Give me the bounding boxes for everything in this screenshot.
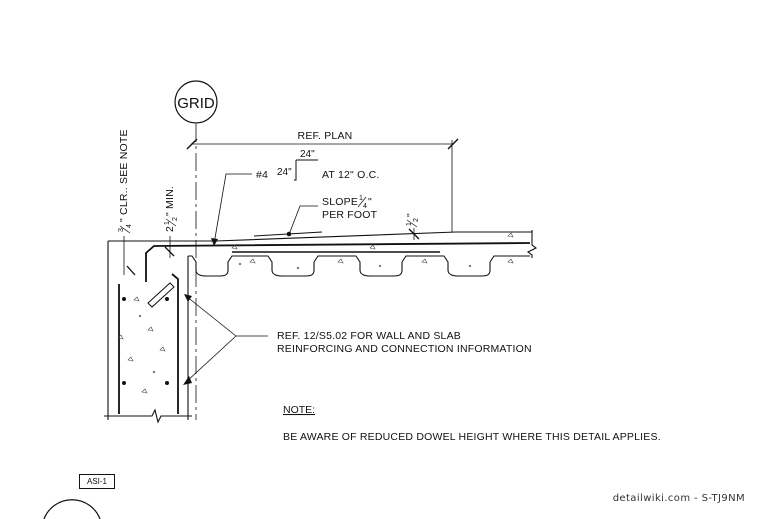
grid-bubble: GRID [174, 80, 218, 124]
wall-bar-dots [122, 297, 169, 385]
half-den: 2 [413, 218, 420, 222]
slope-frac-den: 4 [363, 203, 367, 210]
rebar-callout: 24" 24" #4 AT 12" O.C. [211, 149, 379, 246]
leader-arrow-upper [184, 294, 192, 302]
sheet-tag: ASI-1 [79, 474, 115, 489]
ref-detail-leaders [185, 295, 268, 383]
note-heading: NOTE: [283, 404, 315, 416]
ref-plan-label: REF. PLAN [298, 130, 353, 142]
half-num: 1 [406, 222, 413, 226]
clr-den: 4 [126, 224, 133, 228]
slab-and-wall [104, 230, 538, 424]
slope-callout: SLOPE 1 4 " PER FOOT [253, 195, 378, 237]
ref-detail-line2: REINFORCING AND CONNECTION INFORMATION [277, 343, 532, 355]
half-inch-note: 1 2 " [405, 213, 420, 240]
clear-cover-note: 3 4 " CLR.. SEE NOTE [118, 129, 136, 276]
bar-size-label: #4 [256, 169, 268, 181]
leader-arrow-lower [183, 376, 192, 385]
ref-detail-line1: REF. 12/S5.02 FOR WALL AND SLAB [277, 330, 461, 342]
grid-label: GRID [177, 95, 215, 112]
min-num: 1 [164, 221, 171, 225]
slope-label: SLOPE [322, 196, 358, 208]
min-cover-note: 2 1 2 " MIN. [164, 186, 179, 258]
note-text: BE AWARE OF REDUCED DOWEL HEIGHT WHERE T… [283, 431, 661, 443]
dim-24-left: 24" [277, 167, 292, 178]
per-foot-label: PER FOOT [322, 209, 378, 221]
partial-detail-bubble [43, 499, 101, 519]
clr-num: 3 [118, 228, 125, 232]
half-inch: " [405, 213, 417, 217]
clr-text: " CLR.. SEE NOTE [118, 129, 130, 222]
slope-frac-num: 1 [359, 195, 363, 202]
watermark: detailwiki.com - S-TJ9NM [613, 493, 745, 504]
bar-spacing-label: AT 12" O.C. [322, 169, 379, 181]
slope-inch: " [368, 196, 372, 208]
dowel [147, 282, 175, 308]
wall-rebar [118, 273, 179, 414]
ref-plan-dimension: REF. PLAN [186, 130, 459, 232]
min-text: " MIN. [164, 186, 176, 216]
dim-24-top: 24" [300, 149, 315, 160]
concrete-hatch [117, 232, 514, 394]
top-rebar [145, 242, 531, 282]
min-whole: 2 [164, 226, 176, 232]
min-den: 2 [172, 217, 179, 221]
